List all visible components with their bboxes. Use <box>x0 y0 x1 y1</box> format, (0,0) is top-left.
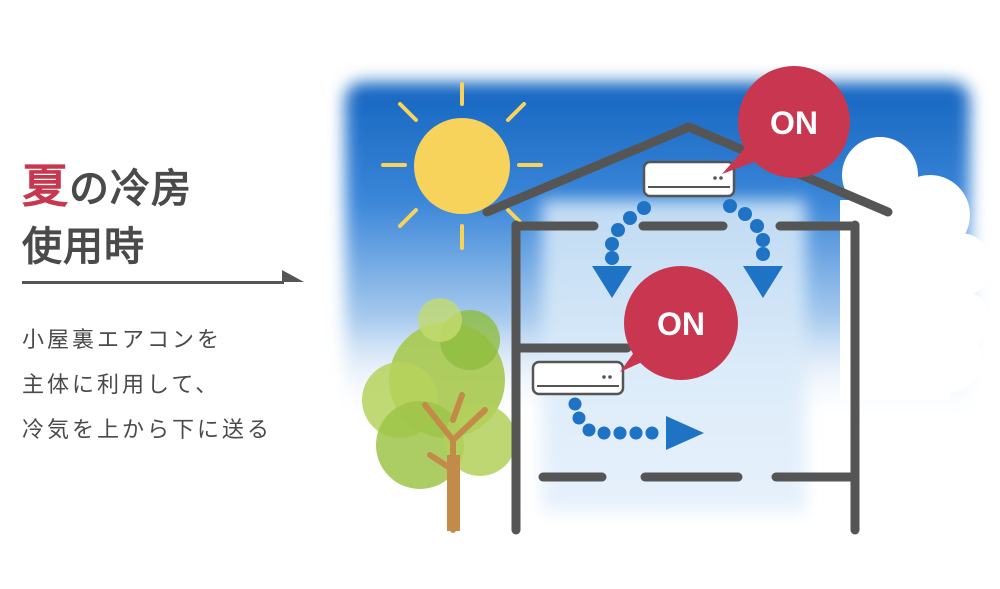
on-bubble-top-label: ON <box>770 105 818 141</box>
description: 小屋裏エアコンを 主体に利用して、 冷気を上から下に送る <box>22 318 272 453</box>
on-bubble-middle-label: ON <box>657 306 705 342</box>
arrow-right-icon <box>282 270 304 282</box>
page-title-line1: 夏の冷房 <box>22 150 192 216</box>
on-bubble-middle: ON <box>620 266 738 380</box>
divider-line <box>22 281 284 284</box>
airflow-arrow-icon <box>592 199 783 298</box>
floor-lines <box>515 221 857 482</box>
description-line: 冷気を上から下に送る <box>22 418 273 443</box>
title-accent: 夏 <box>22 159 69 213</box>
sun-icon <box>381 82 543 250</box>
title-line1-rest: の冷房 <box>69 166 192 212</box>
air-conditioner-icon <box>642 160 736 198</box>
page-title-line2: 使用時 <box>22 224 145 270</box>
on-bubble-top: ON <box>722 66 850 178</box>
air-conditioner-icon <box>531 360 625 396</box>
tree-icon <box>362 298 516 533</box>
airflow-arrow-icon <box>568 397 704 450</box>
description-line: 主体に利用して、 <box>22 373 221 398</box>
description-line: 小屋裏エアコンを <box>22 328 223 353</box>
